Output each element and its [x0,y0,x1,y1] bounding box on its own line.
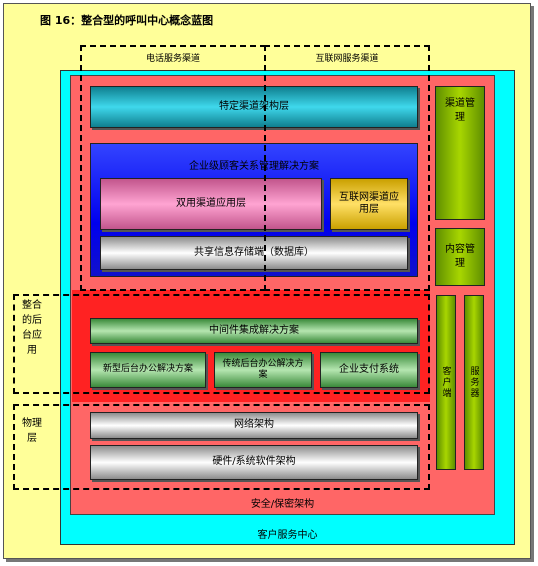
dual-channel-app-layer: 双用渠道应用层 [100,178,322,230]
internet-channel-label: 互联网服务渠道 [315,54,379,64]
legacy-backoffice-solution: 传统后台办公解决方案 [214,352,312,388]
server-column: 服务器 [464,295,484,470]
client-label: 客户端 [440,366,451,399]
figure-title: 图 16：整合型的呼叫中心概念蓝图 [40,14,214,27]
security-architecture-label: 安全/保密架构 [250,499,315,510]
network-architecture-layer: 网络架构 [90,412,418,439]
internet-channel-outline [264,45,430,291]
channel-management-box: 渠道管理 [435,86,485,220]
channel-management-label: 渠道管理 [445,98,475,123]
customer-service-center-label: 客户服务中心 [257,530,318,541]
new-backoffice-solution: 新型后台办公解决方案 [90,352,206,388]
server-label: 服务器 [468,366,479,399]
specific-channel-layer: 特定渠道架构层 [90,86,418,128]
enterprise-payment-system: 企业支付系统 [320,352,418,388]
integrated-backend-outline [13,294,430,394]
integrated-backend-label: 整合的后台应用 [22,300,42,356]
phone-channel-outline [80,45,266,291]
phone-channel-label: 电话服务渠道 [145,54,200,64]
shared-storage-layer: 共享信息存储端（数据库） [100,236,408,270]
crm-solution-label: 企业级顾客关系管理解决方案 [189,161,319,172]
internet-channel-app-layer: 互联网渠道应用层 [330,178,408,230]
content-management-box: 内容管理 [435,228,485,286]
content-management-label: 内容管理 [445,244,475,269]
hardware-system-software-layer: 硬件/系统软件架构 [90,445,418,480]
physical-layer-label: 物理层 [22,418,42,444]
physical-layer-outline [13,404,430,490]
client-column: 客户端 [436,295,456,470]
middleware-layer: 中间件集成解决方案 [90,318,418,344]
